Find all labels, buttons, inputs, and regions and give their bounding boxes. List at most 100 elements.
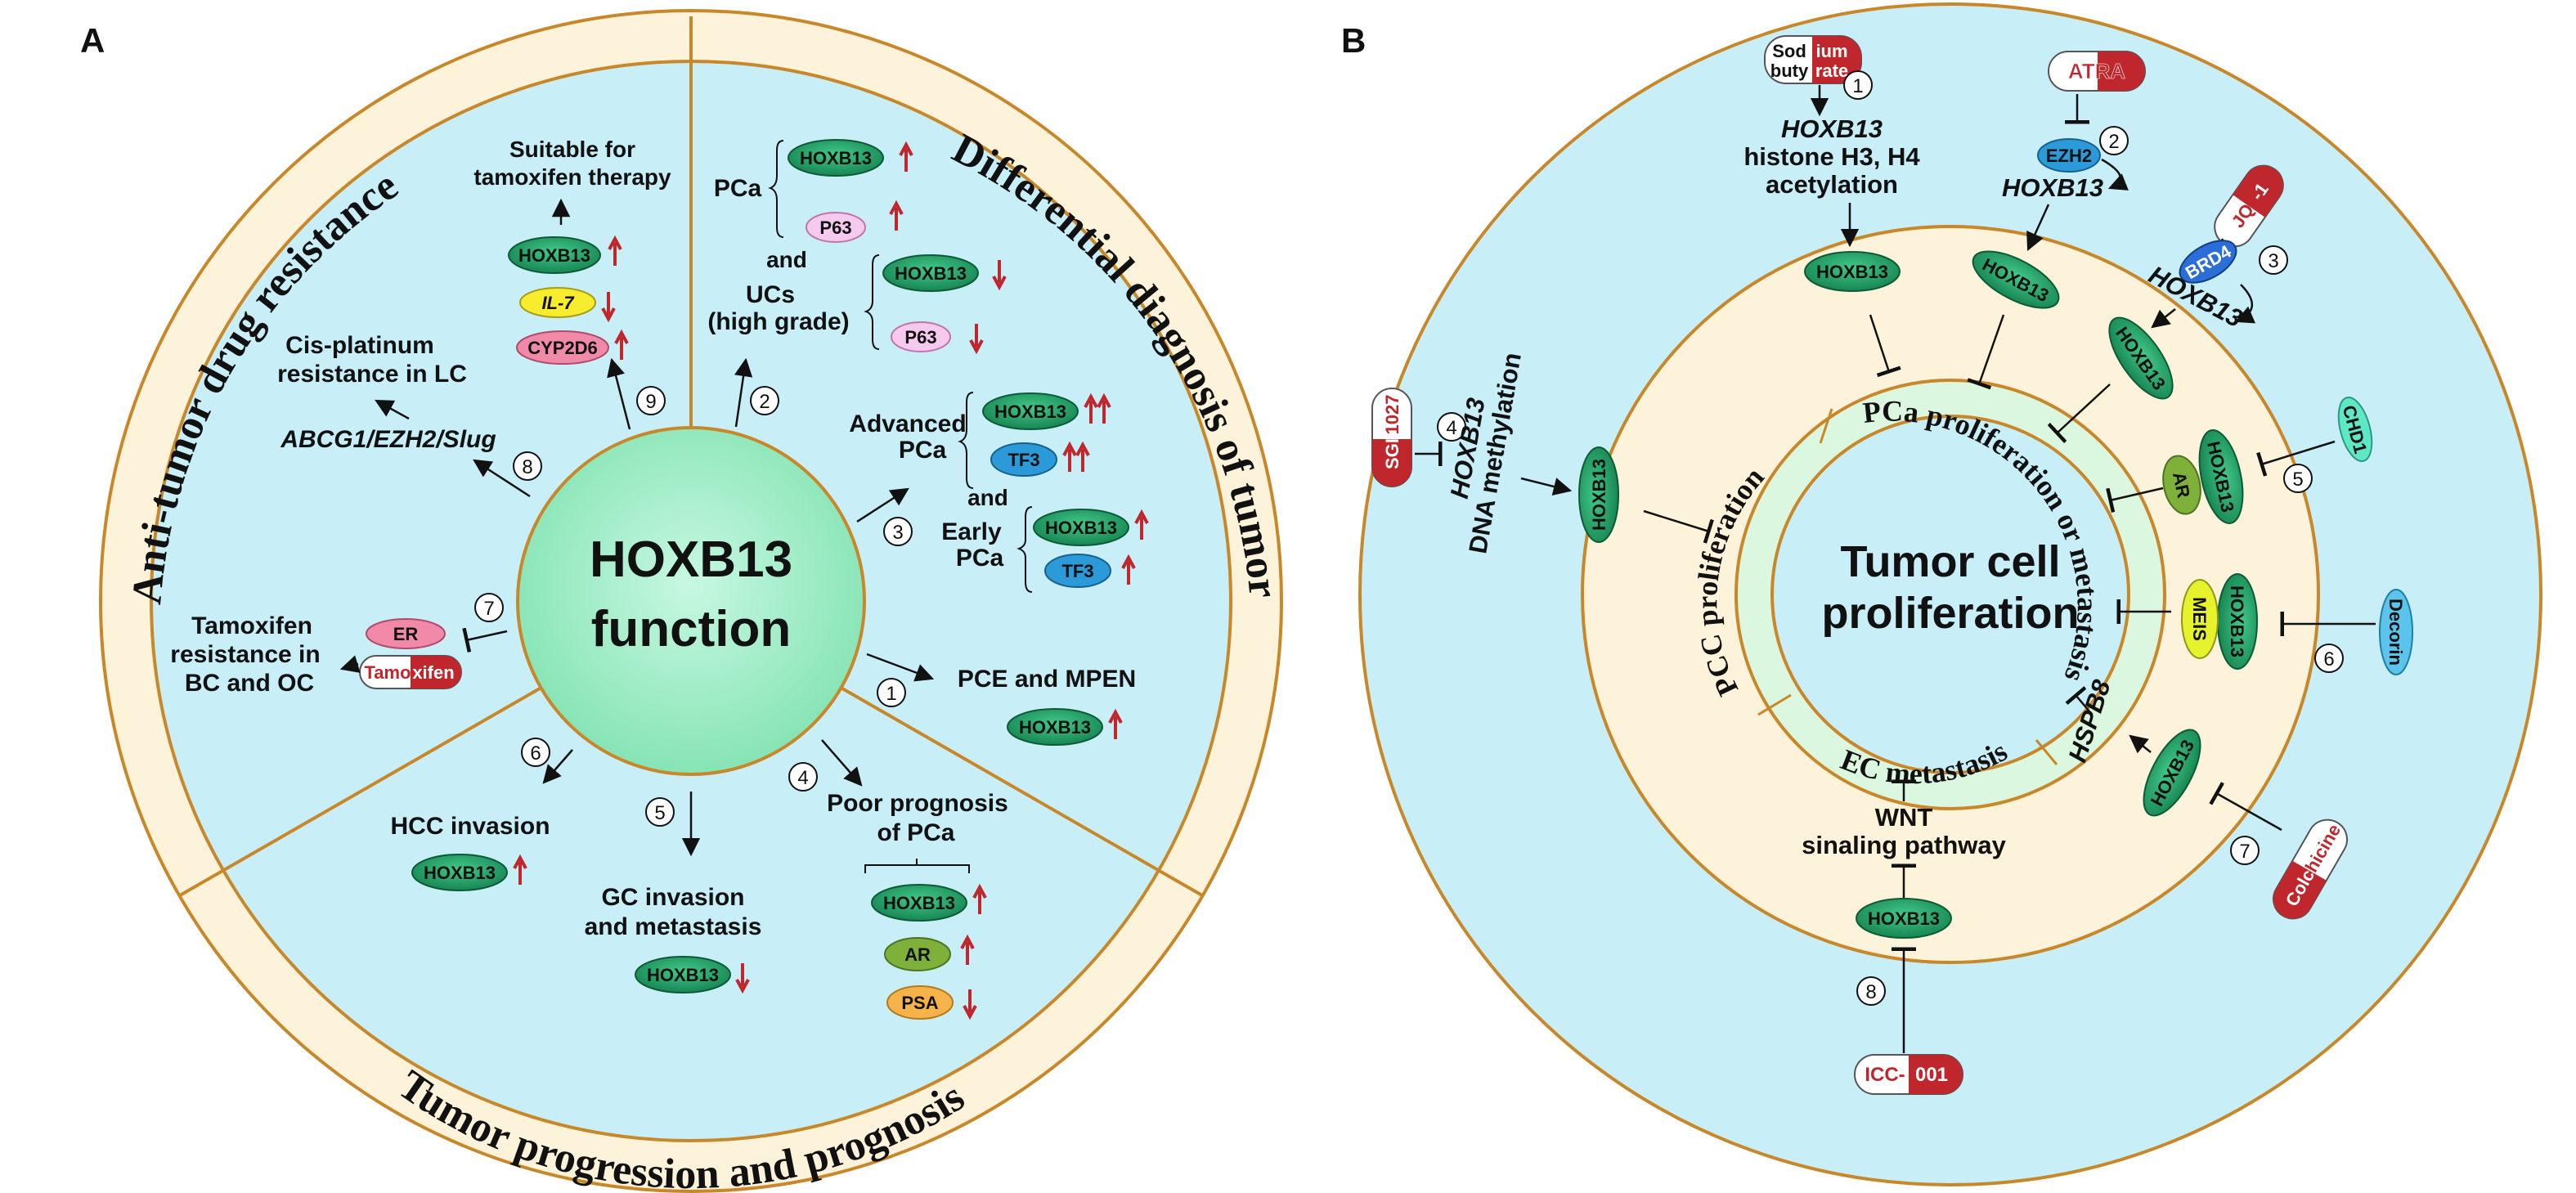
drug-jq1-red-half xyxy=(2233,165,2283,218)
pill-psa-label: PSA xyxy=(901,993,938,1013)
pill-hoxb13-label: HOXB13 xyxy=(1045,518,1117,538)
drug-atra-label: ATRA xyxy=(2068,59,2126,83)
up-arrow-icon xyxy=(960,934,975,965)
pill-p63 xyxy=(806,212,866,243)
step-circle-8 xyxy=(513,451,542,481)
item4-line2: of PCa xyxy=(877,819,954,846)
panel-a-diagram: HOXB13 function Anti-tumor drug resistan… xyxy=(99,9,1287,1193)
step-circle-4 xyxy=(788,762,818,792)
step-circle-b7 xyxy=(2230,836,2260,865)
up-arrow-icon xyxy=(1134,509,1149,540)
step-num-b7: 7 xyxy=(2239,841,2250,863)
step-circle-b2 xyxy=(2099,126,2129,155)
arrow-9 xyxy=(607,357,631,430)
step-num-6: 6 xyxy=(530,742,541,765)
early-line2: PCa xyxy=(956,545,1004,572)
ring-hoxb13-nodes: HOXB13 HOXB13 HOXB13 HOXB13 HOXB13 HOXB1… xyxy=(1578,250,2258,939)
step-circle-b4 xyxy=(1437,412,1466,442)
pill-hoxb13-label: HOXB13 xyxy=(1019,717,1091,738)
panel-b-label: B xyxy=(1341,21,1366,60)
inner-divider xyxy=(1819,408,1833,444)
inner-divider xyxy=(2035,739,2058,765)
pill-hoxb13 xyxy=(1033,509,1129,546)
divider-left xyxy=(179,687,541,897)
up-arrow-icon xyxy=(608,235,622,266)
node-hoxb13-label: HOXB13 xyxy=(1816,262,1888,282)
curve-brd4 xyxy=(2234,284,2256,324)
core-line2: proliferation xyxy=(1821,589,2079,638)
drug-sodium-butyrate: Sod ium buty rate xyxy=(1764,35,1862,84)
item4-line1: Poor prognosis xyxy=(827,790,1008,817)
cis-line2: resistance in LC xyxy=(277,361,467,388)
pill-ar-label: AR xyxy=(904,944,931,965)
inhibit-b-4 xyxy=(1643,509,1714,544)
arrow-1 xyxy=(866,653,935,682)
adv-line1: Advanced xyxy=(849,410,966,437)
arrow-3 xyxy=(856,487,909,523)
pill-hoxb13 xyxy=(635,956,731,993)
pill-hoxb13-label: HOXB13 xyxy=(424,863,496,883)
step-num-2: 2 xyxy=(759,391,770,413)
step-circle-9 xyxy=(636,386,666,415)
pill-hoxb13 xyxy=(1007,708,1103,746)
ezh2-target: HOXB13 xyxy=(2002,173,2103,202)
pill-il7-label: IL-7 xyxy=(541,293,575,313)
pill-cyp2d6 xyxy=(516,330,609,365)
node-hoxb13-1 xyxy=(1804,251,1901,292)
item7-line1: Tamoxifen xyxy=(191,612,312,639)
er-tamoxifen-group: ER Tamo xifen xyxy=(359,618,462,689)
item6-label: HCC invasion xyxy=(390,813,550,840)
step-num-b4: 4 xyxy=(1446,417,1456,439)
node-hoxb13-3 xyxy=(2108,316,2174,400)
drug-sgi-b: 1027 xyxy=(1382,395,1402,435)
node-hoxb13-label: HOXB13 xyxy=(1868,908,1940,929)
drug-tamoxifen-red-half xyxy=(411,656,461,688)
step-num-b2: 2 xyxy=(2108,131,2119,153)
pill-p63 xyxy=(891,321,951,352)
step-circle-5 xyxy=(645,797,675,827)
drug-atra: ATRA xyxy=(2048,51,2146,92)
step-num-1: 1 xyxy=(886,683,896,705)
inhibit-b-5 xyxy=(2106,487,2164,513)
item7-line2: resistance in xyxy=(170,641,320,668)
acet-line2: histone H3, H4 xyxy=(1744,142,1920,171)
panel-b-core xyxy=(1770,415,2130,774)
hoxb13-function-hub xyxy=(516,426,866,776)
up-arrow-icon xyxy=(614,329,629,360)
down-arrow-icon xyxy=(963,989,977,1020)
step-circle-b6 xyxy=(2314,644,2344,673)
divider-right xyxy=(841,687,1203,897)
item7-line3: BC and OC xyxy=(185,670,314,697)
node-hoxb13-4 xyxy=(2198,429,2244,524)
node-hoxb13-2 xyxy=(1972,250,2060,309)
up-arrow-icon xyxy=(513,854,527,885)
pill-hoxb13-label: HOXB13 xyxy=(800,148,872,168)
panel-b-diagram: Tumor cell proliferation PCa proliferati… xyxy=(1358,2,2542,1186)
pill-hoxb13-label: HOXB13 xyxy=(895,263,967,284)
step-circle-b1 xyxy=(1843,70,1873,100)
adv-and: and xyxy=(967,485,1008,510)
pill-hoxb13 xyxy=(788,139,884,177)
drug-sodium-d: rate xyxy=(1815,61,1848,81)
pill-tf3 xyxy=(990,442,1057,477)
pca-label: PCa xyxy=(714,175,762,202)
pill-p63-label: P63 xyxy=(904,327,936,348)
inhibit-hspb8 xyxy=(2065,686,2090,712)
pill-hoxb13-label: HOXB13 xyxy=(883,893,955,913)
double-up-arrow-icon xyxy=(1084,392,1111,424)
pill-p63-label: P63 xyxy=(819,218,851,238)
up-arrow-icon xyxy=(899,141,913,172)
drug-sodium-a: Sod xyxy=(1772,41,1806,61)
drug-icc001: ICC- 001 xyxy=(1854,1054,1963,1095)
pill-tf3-label: TF3 xyxy=(1008,450,1039,470)
pill-psa xyxy=(886,985,954,1020)
drug-icc-b: 001 xyxy=(1915,1064,1948,1086)
adv-line2: PCa xyxy=(899,437,947,464)
down-arrow-icon xyxy=(735,963,750,994)
drug-sgi-red-half xyxy=(1372,439,1411,487)
drug-sodium-b: ium xyxy=(1815,41,1847,61)
node-chd1 xyxy=(2337,397,2373,462)
pill-il7 xyxy=(519,287,596,318)
pill-tf3 xyxy=(1044,554,1111,588)
